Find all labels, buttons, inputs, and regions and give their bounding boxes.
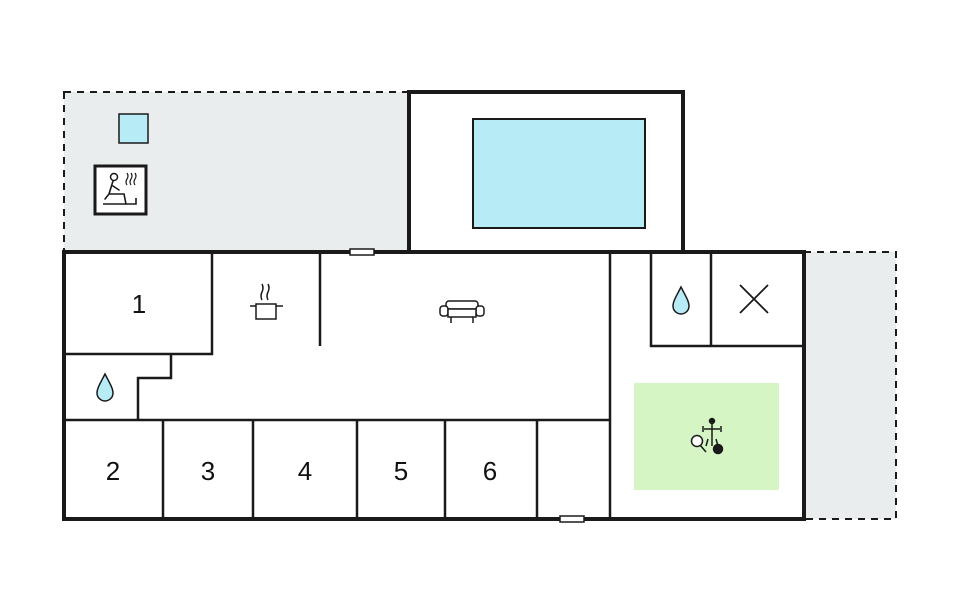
interior-walls	[64, 252, 804, 519]
cross-icon	[739, 284, 769, 314]
games-area	[634, 383, 779, 490]
jacuzzi-icon	[118, 113, 149, 144]
sauna-icon	[93, 164, 148, 216]
kitchen-pot-icon	[250, 283, 283, 320]
water-drop-icon	[672, 285, 690, 315]
room-label-6: 6	[483, 456, 497, 486]
water-drop-icon	[96, 372, 114, 402]
door-icon	[349, 248, 375, 256]
terrace-right	[803, 251, 897, 520]
room-label-5: 5	[394, 456, 408, 486]
room-label-2: 2	[106, 456, 120, 486]
room-label-3: 3	[201, 456, 215, 486]
room-label-1: 1	[132, 289, 146, 319]
pool-icon	[472, 118, 646, 229]
table-tennis-foosball-billiards-icon	[690, 417, 724, 455]
room-label-4: 4	[298, 456, 312, 486]
sofa-icon	[439, 300, 485, 323]
door-icon	[559, 515, 585, 523]
